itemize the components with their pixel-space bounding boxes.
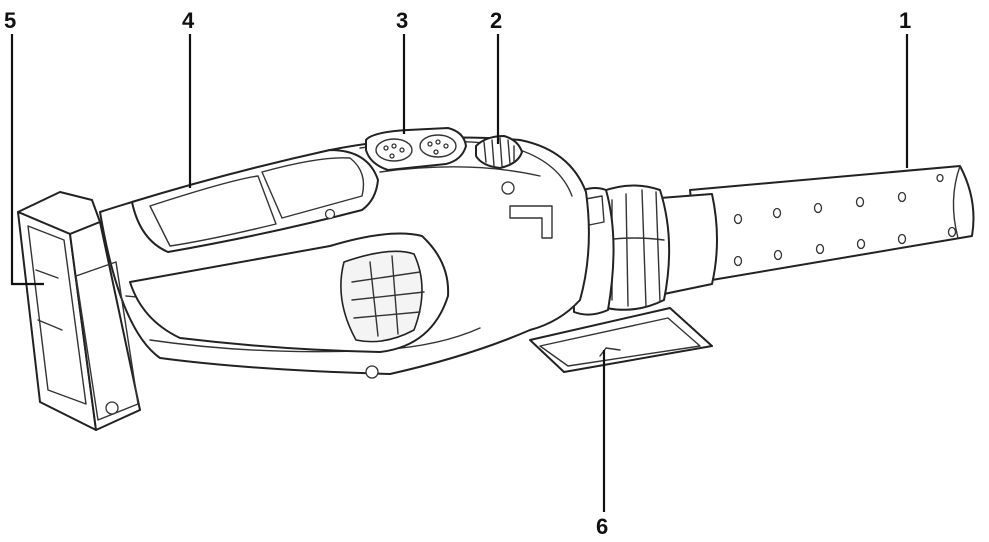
- callout-6: 6: [596, 514, 608, 539]
- callout-3: 3: [396, 8, 408, 33]
- callout-labels: 1 2 3 4 5 6: [4, 8, 911, 539]
- base-stand: [529, 307, 713, 373]
- leader-5: [10, 34, 44, 286]
- control-buttons: [365, 127, 467, 171]
- rear-handle: [131, 149, 379, 253]
- callout-4: 4: [182, 8, 195, 33]
- battery-pack: [17, 191, 141, 431]
- speed-dial: [475, 135, 523, 195]
- trigger-handle: [129, 232, 450, 353]
- callout-2: 2: [490, 8, 502, 33]
- callout-1: 1: [899, 8, 911, 33]
- leader-lines: [10, 34, 909, 512]
- tube-vent-holes: [733, 173, 957, 267]
- nozzle-collar: [571, 184, 718, 316]
- blower-tube: [689, 165, 975, 283]
- callout-5: 5: [4, 8, 16, 33]
